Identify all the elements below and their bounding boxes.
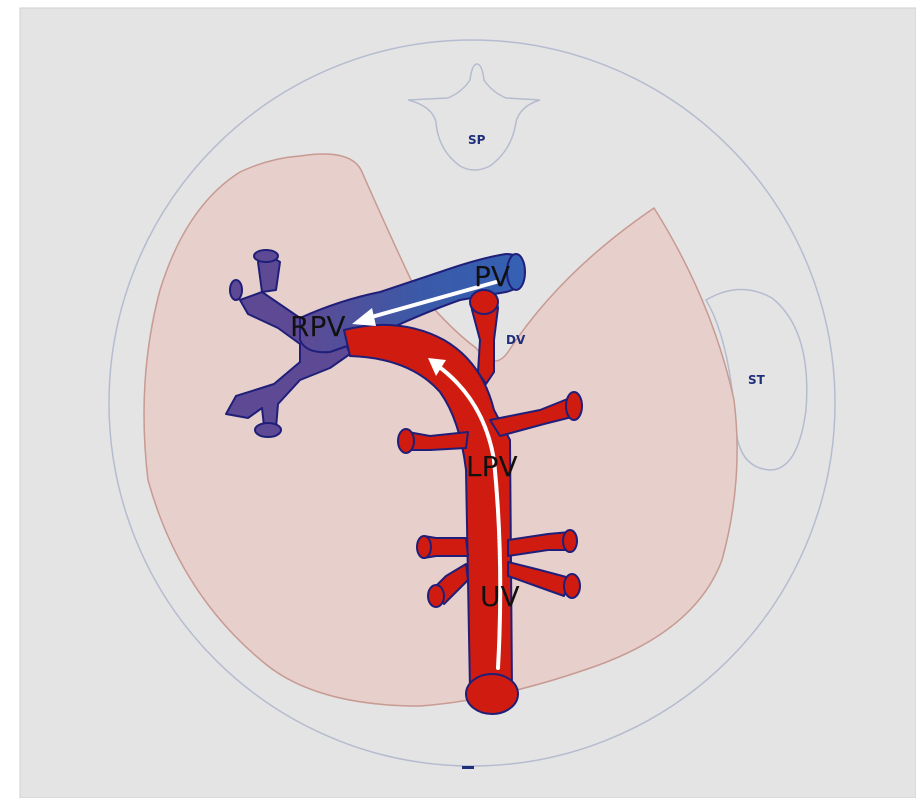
bottom-marker <box>462 766 474 769</box>
label-pv: PV <box>474 260 510 293</box>
label-dv: DV <box>506 333 526 347</box>
label-lpv: LPV <box>466 450 518 483</box>
label-rpv: RPV <box>290 310 346 343</box>
label-uv: UV <box>480 580 520 613</box>
label-sp: SP <box>468 133 486 147</box>
label-st: ST <box>748 373 766 387</box>
